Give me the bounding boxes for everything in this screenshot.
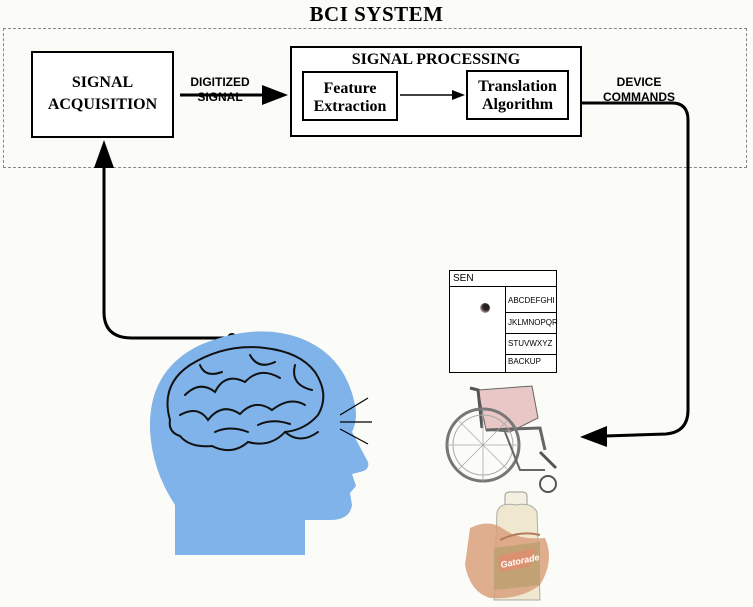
sound-lines [339,397,372,445]
feature-to-translation-arrow [400,90,465,100]
translation-algorithm-line1: Translation [478,78,557,95]
signal-processing-title: SIGNAL PROCESSING [351,51,521,68]
feature-extraction-line2: Extraction [313,98,387,115]
feature-extraction-box: Feature Extraction [302,71,398,121]
wheelchair-icon [445,385,558,493]
speller-row-2: JKLMNOPQR [508,318,558,327]
speller-row-divider-3 [505,354,556,355]
feature-extraction-line1: Feature [323,80,377,97]
speller-row-1: ABCDEFGHI [508,296,555,305]
speller-header: SEN [453,273,474,284]
speller-row-divider-1 [505,312,556,313]
digitized-signal-arrow [180,85,288,105]
speller-header-divider [450,286,556,287]
translation-algorithm-line2: Algorithm [481,96,554,113]
device-label-line2: COMMANDS [603,90,675,104]
signal-acquisition-line1: SIGNAL [71,74,134,91]
speller-cursor [480,303,490,313]
brain-illustration [166,346,325,452]
bottle-in-hand-photo [465,491,549,601]
digitized-label-line1: DIGITIZED [190,75,250,89]
translation-algorithm-box: Translation Algorithm [466,70,569,120]
bci-system-region [3,28,747,168]
speller-column-divider [505,286,506,372]
device-label-line1: DEVICE [616,75,662,89]
speller-row-4: BACKUP [508,357,541,366]
speller-display: SEN ABCDEFGHI JKLMNOPQR STUVWXYZ BACKUP [449,270,558,373]
electrode-signal-arrow [94,140,237,343]
diagram-title: BCI SYSTEM [309,2,444,26]
device-commands-arrow [580,101,690,447]
device-commands-label: DEVICE COMMANDS [584,75,694,105]
signal-acquisition-box: SIGNAL ACQUISITION [31,51,174,138]
speller-row-3: STUVWXYZ [508,339,553,348]
speller-row-divider-2 [505,333,556,334]
signal-acquisition-line2: ACQUISITION [47,96,158,113]
